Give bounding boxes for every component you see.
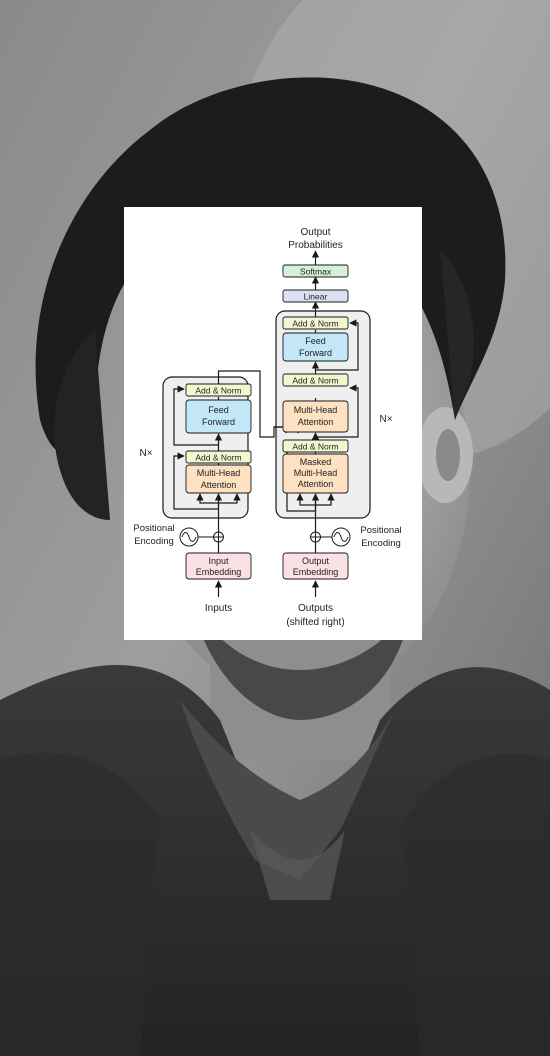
- outputs-label-1: Outputs: [298, 603, 333, 614]
- encoder-ff-label-1: Feed: [208, 405, 229, 415]
- decoder-add-norm-2-label: Add & Norm: [292, 376, 338, 386]
- decoder-nx-label: N×: [379, 414, 392, 425]
- decoder-masked-label-2: Multi-Head: [294, 468, 338, 478]
- encoder-nx-label: N×: [139, 448, 152, 459]
- encoder-block: [162, 376, 249, 519]
- diagram-canvas: Input Embedding Inputs Positional Encodi…: [133, 227, 401, 628]
- outputs-label-2: (shifted right): [286, 617, 344, 628]
- decoder-mha-label-1: Multi-Head: [294, 405, 338, 415]
- encoder-positional-encoding-label-2: Encoding: [134, 536, 174, 547]
- softmax-label: Softmax: [300, 267, 332, 277]
- decoder-positional-encoding-label-1: Positional: [360, 525, 401, 536]
- decoder-positional-encoding-label-2: Encoding: [361, 538, 401, 549]
- encoder-positional-encoding-label-1: Positional: [133, 523, 174, 534]
- decoder-masked-label-3: Attention: [298, 479, 334, 489]
- decoder-ff-label-1: Feed: [305, 336, 326, 346]
- decoder-ff-label-2: Forward: [299, 348, 332, 358]
- input-embedding-label-1: Input: [208, 556, 229, 566]
- decoder-add-norm-3-label: Add & Norm: [292, 319, 338, 329]
- encoder-ff-label-2: Forward: [202, 417, 235, 427]
- inputs-label: Inputs: [205, 603, 232, 614]
- output-embedding-label-2: Embedding: [293, 567, 339, 577]
- output-probabilities-label-2: Probabilities: [288, 240, 342, 251]
- decoder-mha-label-2: Attention: [298, 417, 334, 427]
- transformer-architecture-figure: Input Embedding Inputs Positional Encodi…: [124, 207, 422, 640]
- encoder-mha-label-2: Attention: [201, 480, 237, 490]
- output-probabilities-label-1: Output: [300, 227, 330, 238]
- decoder-masked-label-1: Masked: [300, 457, 332, 467]
- input-embedding-label-2: Embedding: [196, 567, 242, 577]
- output-embedding-label-1: Output: [302, 556, 330, 566]
- encoder-add-norm-2-label: Add & Norm: [195, 386, 241, 396]
- decoder-add-norm-1-label: Add & Norm: [292, 442, 338, 452]
- encoder-mha-label-1: Multi-Head: [197, 468, 241, 478]
- encoder-add-norm-1-label: Add & Norm: [195, 453, 241, 463]
- linear-label: Linear: [304, 292, 328, 302]
